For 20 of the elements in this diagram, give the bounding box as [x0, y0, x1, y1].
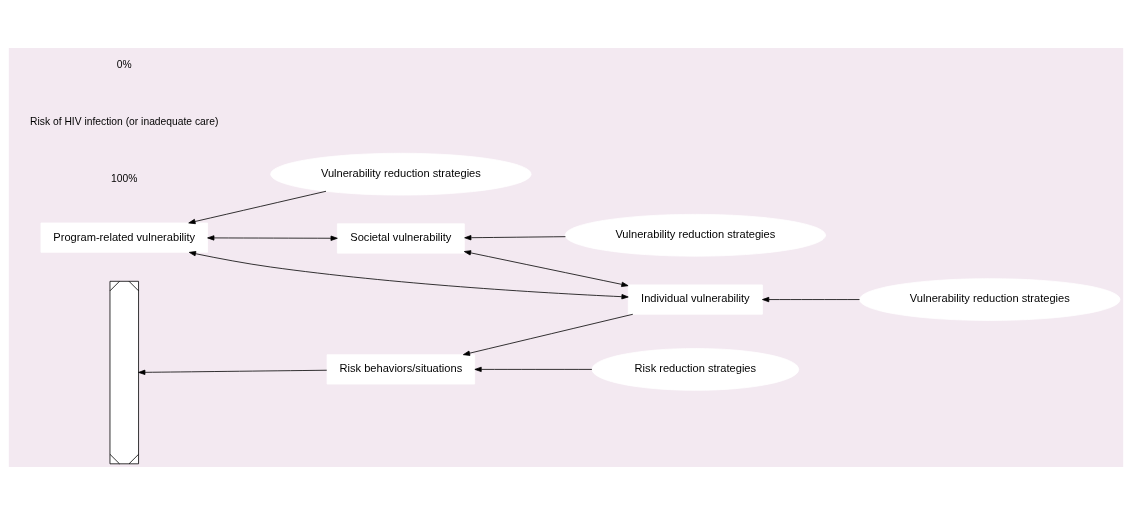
node-box: Societal vulnerability — [337, 223, 465, 254]
node-box: Risk behaviors/situations — [326, 354, 476, 385]
node-ellipse: Vulnerability reduction strategies — [564, 214, 826, 257]
node-box: Individual vulnerability — [627, 284, 763, 315]
label: Risk of HIV infection (or inadequate care) — [30, 116, 219, 128]
arrow — [474, 366, 593, 372]
node-box: Program-related vulnerability — [40, 222, 208, 253]
node-ellipse: Risk reduction strategies — [591, 348, 800, 391]
label: 0% — [116, 59, 132, 71]
node-ellipse: Vulnerability reduction strategies — [270, 152, 532, 196]
node-ellipse: Vulnerability reduction strategies — [859, 278, 1121, 321]
label: 100% — [111, 173, 138, 185]
arrow — [462, 313, 634, 356]
arrow — [207, 235, 338, 241]
arrow — [762, 296, 860, 303]
arrow — [188, 190, 327, 225]
arrow — [464, 235, 566, 241]
arrow — [463, 250, 629, 287]
arrow — [138, 369, 328, 375]
arrow — [188, 251, 629, 300]
